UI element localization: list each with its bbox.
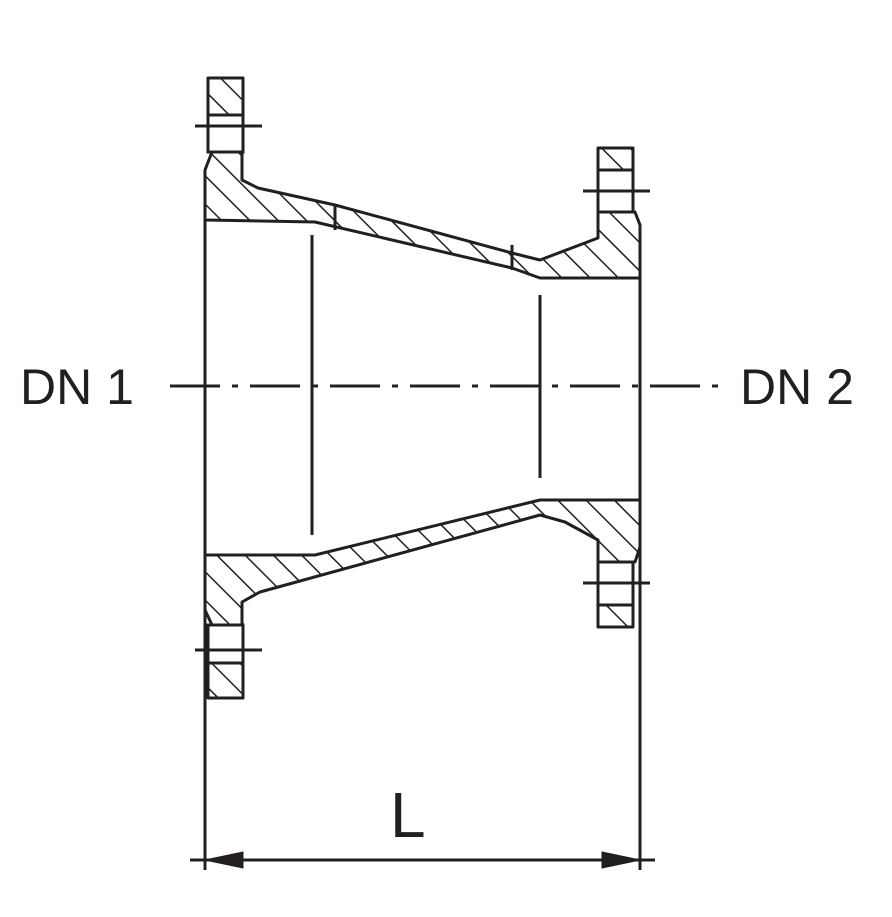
flange-left-bottom-block (206, 661, 245, 700)
flange-left-top-block (206, 76, 245, 117)
dimension-arrow-left (204, 851, 244, 869)
dn1-label: DN 1 (20, 359, 134, 415)
bolt-hole-left-top (206, 113, 245, 154)
flange-right-top-block (596, 146, 635, 172)
upper-wall-section (203, 150, 642, 280)
dimension-arrow-right (601, 851, 641, 869)
flange-right-bottom-block (596, 603, 635, 629)
dn2-label: DN 2 (740, 359, 854, 415)
bolt-hole-left-bottom (206, 623, 245, 665)
lower-wall-section (203, 498, 642, 627)
length-label: L (390, 779, 426, 851)
